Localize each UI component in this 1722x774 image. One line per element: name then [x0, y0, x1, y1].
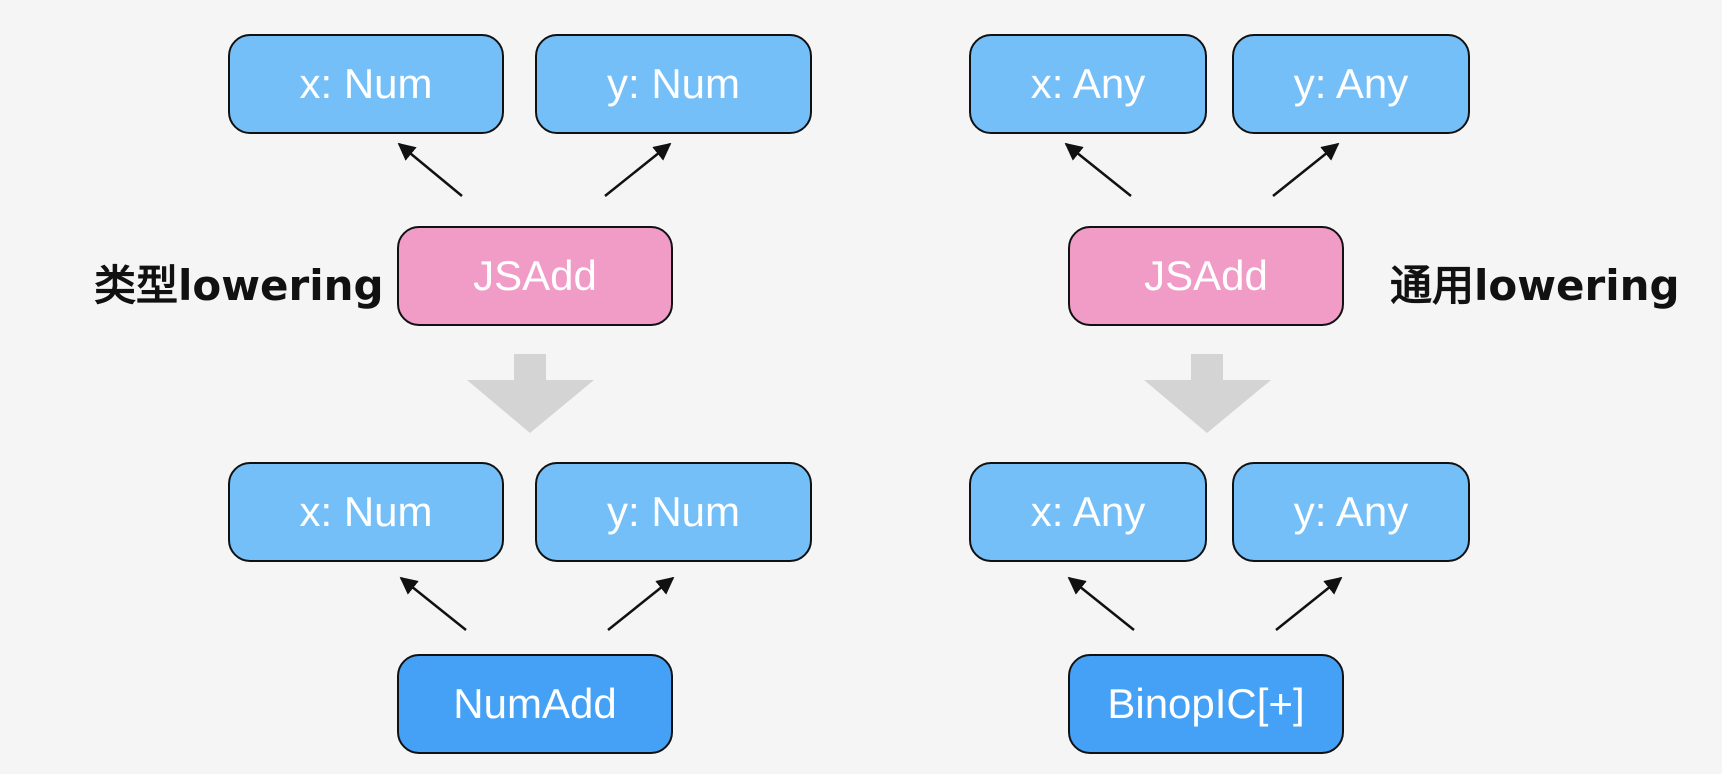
edge-arrow-left-top-y [604, 142, 672, 197]
right-before-x-node: x: Any [969, 34, 1207, 134]
left-after-x-node: x: Num [228, 462, 504, 562]
left-before-y-node: y: Num [535, 34, 812, 134]
right-after-y-node: y: Any [1232, 462, 1470, 562]
generic-lowering-label: 通用lowering [1390, 261, 1680, 310]
typed-lowering-label: 类型lowering [94, 261, 384, 310]
right-after-x-node: x: Any [969, 462, 1207, 562]
lowering-arrow-left [467, 354, 594, 433]
left-after-y-node: y: Num [535, 462, 812, 562]
right-jsadd-node: JSAdd [1068, 226, 1344, 326]
edge-arrow-left-top-x [397, 142, 463, 197]
edge-arrow-left-bottom-y [607, 576, 675, 631]
left-before-x-node: x: Num [228, 34, 504, 134]
edge-arrow-right-top-y [1272, 142, 1340, 197]
left-jsadd-node: JSAdd [397, 226, 673, 326]
left-numadd-node: NumAdd [397, 654, 673, 754]
edge-arrow-right-bottom-x [1067, 576, 1135, 631]
right-before-y-node: y: Any [1232, 34, 1470, 134]
edge-arrow-left-bottom-x [399, 576, 467, 631]
edge-arrow-right-bottom-y [1275, 576, 1343, 631]
right-binopic-node: BinopIC[+] [1068, 654, 1344, 754]
lowering-arrow-right [1144, 354, 1271, 433]
edge-arrow-right-top-x [1064, 142, 1132, 197]
